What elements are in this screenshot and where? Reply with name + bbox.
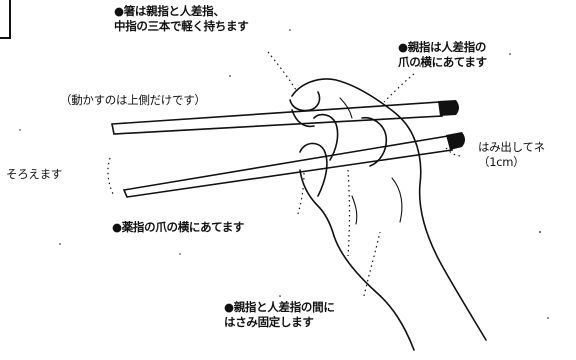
move-upper-only-note: （動かすのは上側だけです） — [60, 93, 206, 107]
scan-speckles — [19, 29, 549, 319]
upper-chopstick — [111, 100, 459, 135]
corner-mark — [0, 0, 11, 39]
align-tips-note: そろえます — [6, 167, 62, 181]
clamp-between-note: ●親指と人差指の間に はさみ固定します — [224, 300, 335, 329]
ring-finger-nail-note: ●薬指の爪の横にあてます — [112, 220, 245, 234]
lower-chopstick — [122, 132, 465, 198]
leader-lines — [107, 51, 463, 297]
grip-three-fingers-note: ●箸は親指と人差指、 中指の三本で軽く持ちます — [114, 4, 249, 33]
thumb-at-nail-note: ●親指は人差指の 爪の横にあてます — [398, 40, 487, 69]
hand — [289, 78, 487, 351]
stick-out-note: はみ出してネ （1cm） — [478, 140, 545, 169]
